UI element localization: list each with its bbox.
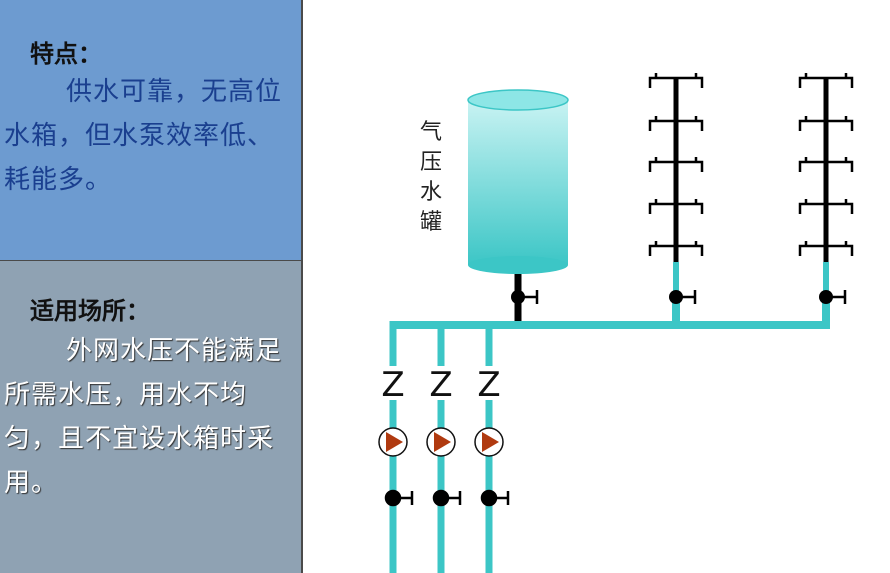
application-panel: 适用场所： 外网水压不能满足所需水压，用水不均匀，且不宜设水箱时采用。 [0,261,303,573]
riser-2 [798,73,854,329]
pumps [378,427,504,457]
check-valve-1: Z [381,365,404,405]
riser-1 [648,73,704,325]
pressure-tank [467,89,569,321]
tank-label: 气 压 水 罐 [419,120,442,235]
application-heading: 适用场所： [30,297,150,325]
features-heading: 特点： [30,40,102,68]
pump-gate-valves [384,489,510,507]
features-text: 供水可靠，无高位水箱，但水泵效率低、耗能多。 [4,77,283,195]
pump-3 [474,427,504,457]
application-text: 外网水压不能满足所需水压，用水不均匀，且不宜设水箱时采用。 [4,336,283,498]
pump-2 [426,427,456,457]
check-valve-2: Z [429,365,452,405]
check-valves: Z Z Z [378,365,504,405]
pump-1 [378,427,408,457]
features-panel: 特点： 供水可靠，无高位水箱，但水泵效率低、耗能多。 [0,0,303,261]
check-valve-3: Z [477,365,500,405]
